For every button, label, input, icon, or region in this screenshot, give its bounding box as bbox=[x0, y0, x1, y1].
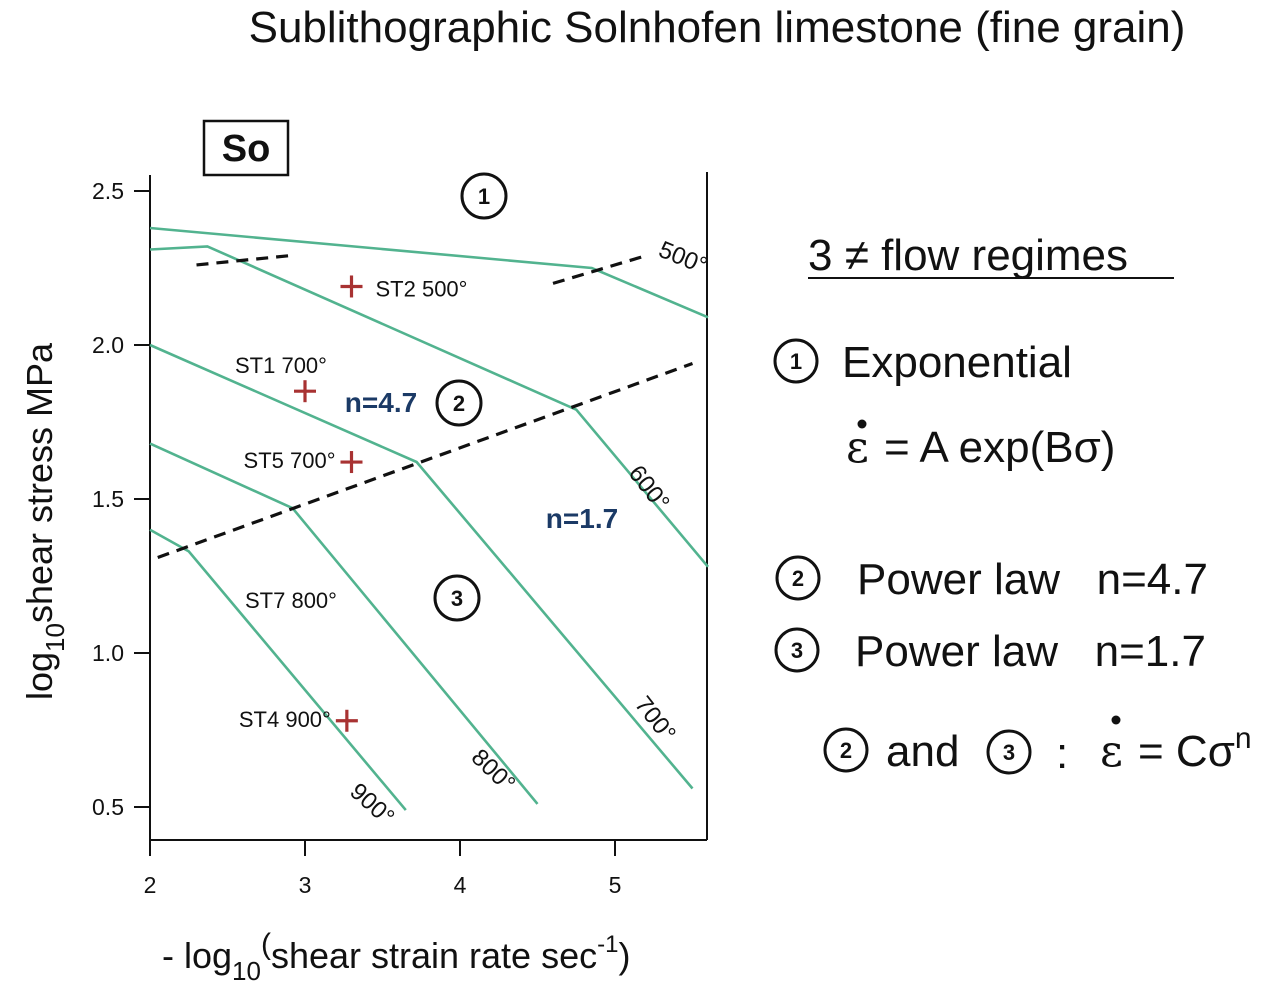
legend-number-3: 3 bbox=[791, 638, 803, 663]
regime-boundary-line bbox=[552, 254, 647, 285]
x-axis-label: - log10(shear strain rate sec-1) bbox=[162, 928, 630, 986]
curve-label-900: 900° bbox=[345, 778, 400, 831]
legend-item-1: 1 Exponential bbox=[773, 338, 1072, 387]
regime-1-marker-number: 1 bbox=[478, 184, 490, 209]
regime-3-marker-circle bbox=[433, 574, 481, 622]
y-tick-label: 2.0 bbox=[92, 332, 124, 358]
curve-label-800: 800° bbox=[466, 744, 520, 798]
legend-item-3: 3 Power law n=1.7 bbox=[774, 627, 1206, 676]
x-tick-label: 4 bbox=[454, 872, 467, 898]
y-axis-label: log10shear stress MPa bbox=[19, 342, 70, 700]
legend-panel: 3 ≠ flow regimes 1 Exponential ε = A exp… bbox=[773, 231, 1252, 778]
y-tick-label: 1.5 bbox=[92, 486, 124, 512]
epsilon-symbol: ε bbox=[846, 422, 869, 473]
legend-item-1-text: Exponential bbox=[842, 338, 1072, 387]
legend-number-1: 1 bbox=[790, 349, 802, 374]
legend-item-3-text: Power law n=1.7 bbox=[855, 627, 1206, 676]
epsilon-symbol-2: ε bbox=[1100, 726, 1123, 777]
curve-label-700: 700° bbox=[629, 691, 681, 747]
equation-power-law: 2 and 3 : ε = Cσn bbox=[823, 715, 1252, 778]
panel-label-box bbox=[202, 119, 290, 177]
equation-power-law-text: = Cσn bbox=[1138, 722, 1252, 776]
data-point-label: ST2 500° bbox=[376, 276, 468, 301]
legend-number-circle-3 bbox=[774, 627, 820, 673]
curve-point-label-st7: ST7 800° bbox=[245, 588, 337, 613]
curve-900 bbox=[149, 528, 407, 811]
legend-heading: 3 ≠ flow regimes bbox=[808, 231, 1128, 280]
curve-label-600: 600° bbox=[623, 460, 675, 516]
curve-600 bbox=[149, 245, 709, 568]
exponent-label-n47: n=4.7 bbox=[345, 387, 417, 418]
data-point-label: ST5 700° bbox=[244, 448, 336, 473]
chart-title: Sublithographic Solnhofen limestone (fin… bbox=[249, 3, 1186, 52]
legend-number-circle-2 bbox=[775, 555, 821, 601]
regime-1-marker-circle bbox=[460, 172, 508, 220]
curve-500 bbox=[149, 226, 709, 319]
data-point-label: ST4 900° bbox=[239, 707, 331, 732]
legend-number-2: 2 bbox=[792, 566, 804, 591]
plot-frame bbox=[149, 172, 708, 841]
epsilon-dot bbox=[857, 419, 867, 429]
x-tick-label: 5 bbox=[609, 872, 622, 898]
axis-ticks: 2 3 4 5 0.5 1.0 1.5 2.0 2.5 bbox=[92, 178, 621, 898]
combined-and: and bbox=[886, 727, 959, 776]
combined-colon: : bbox=[1056, 729, 1068, 778]
regime-boundary-line bbox=[157, 361, 694, 560]
curve-label-500: 500° bbox=[655, 236, 711, 280]
equation-exponential-text: = A exp(Bσ) bbox=[884, 423, 1115, 472]
regime-2-marker-circle bbox=[435, 379, 483, 427]
regime-3-marker-number: 3 bbox=[451, 586, 463, 611]
exponent-label-n17: n=1.7 bbox=[546, 503, 618, 534]
y-tick-label: 2.5 bbox=[92, 178, 124, 204]
y-tick-label: 1.0 bbox=[92, 640, 124, 666]
y-tick-label: 0.5 bbox=[92, 794, 124, 820]
combined-number-circle-3 bbox=[986, 729, 1032, 775]
regime-2-marker-number: 2 bbox=[453, 391, 465, 416]
data-points: ST2 500° ST1 700° ST5 700° ST4 900° bbox=[235, 275, 468, 732]
data-point-label: ST1 700° bbox=[235, 353, 327, 378]
panel-label: So bbox=[222, 128, 271, 170]
equation-exponential: ε = A exp(Bσ) bbox=[846, 419, 1115, 473]
legend-number-circle-1 bbox=[773, 338, 819, 384]
regime-boundaries bbox=[157, 254, 694, 560]
combined-number-3: 3 bbox=[1003, 740, 1015, 765]
curve-700 bbox=[149, 343, 694, 790]
x-tick-label: 2 bbox=[144, 872, 157, 898]
regime-boundary-line bbox=[196, 254, 290, 267]
combined-number-circle-2 bbox=[823, 727, 869, 773]
epsilon-dot-2 bbox=[1111, 715, 1121, 725]
combined-number-2: 2 bbox=[840, 738, 852, 763]
legend-item-2: 2 Power law n=4.7 bbox=[775, 555, 1208, 604]
legend-item-2-text: Power law n=4.7 bbox=[857, 555, 1208, 604]
x-tick-label: 3 bbox=[299, 872, 312, 898]
